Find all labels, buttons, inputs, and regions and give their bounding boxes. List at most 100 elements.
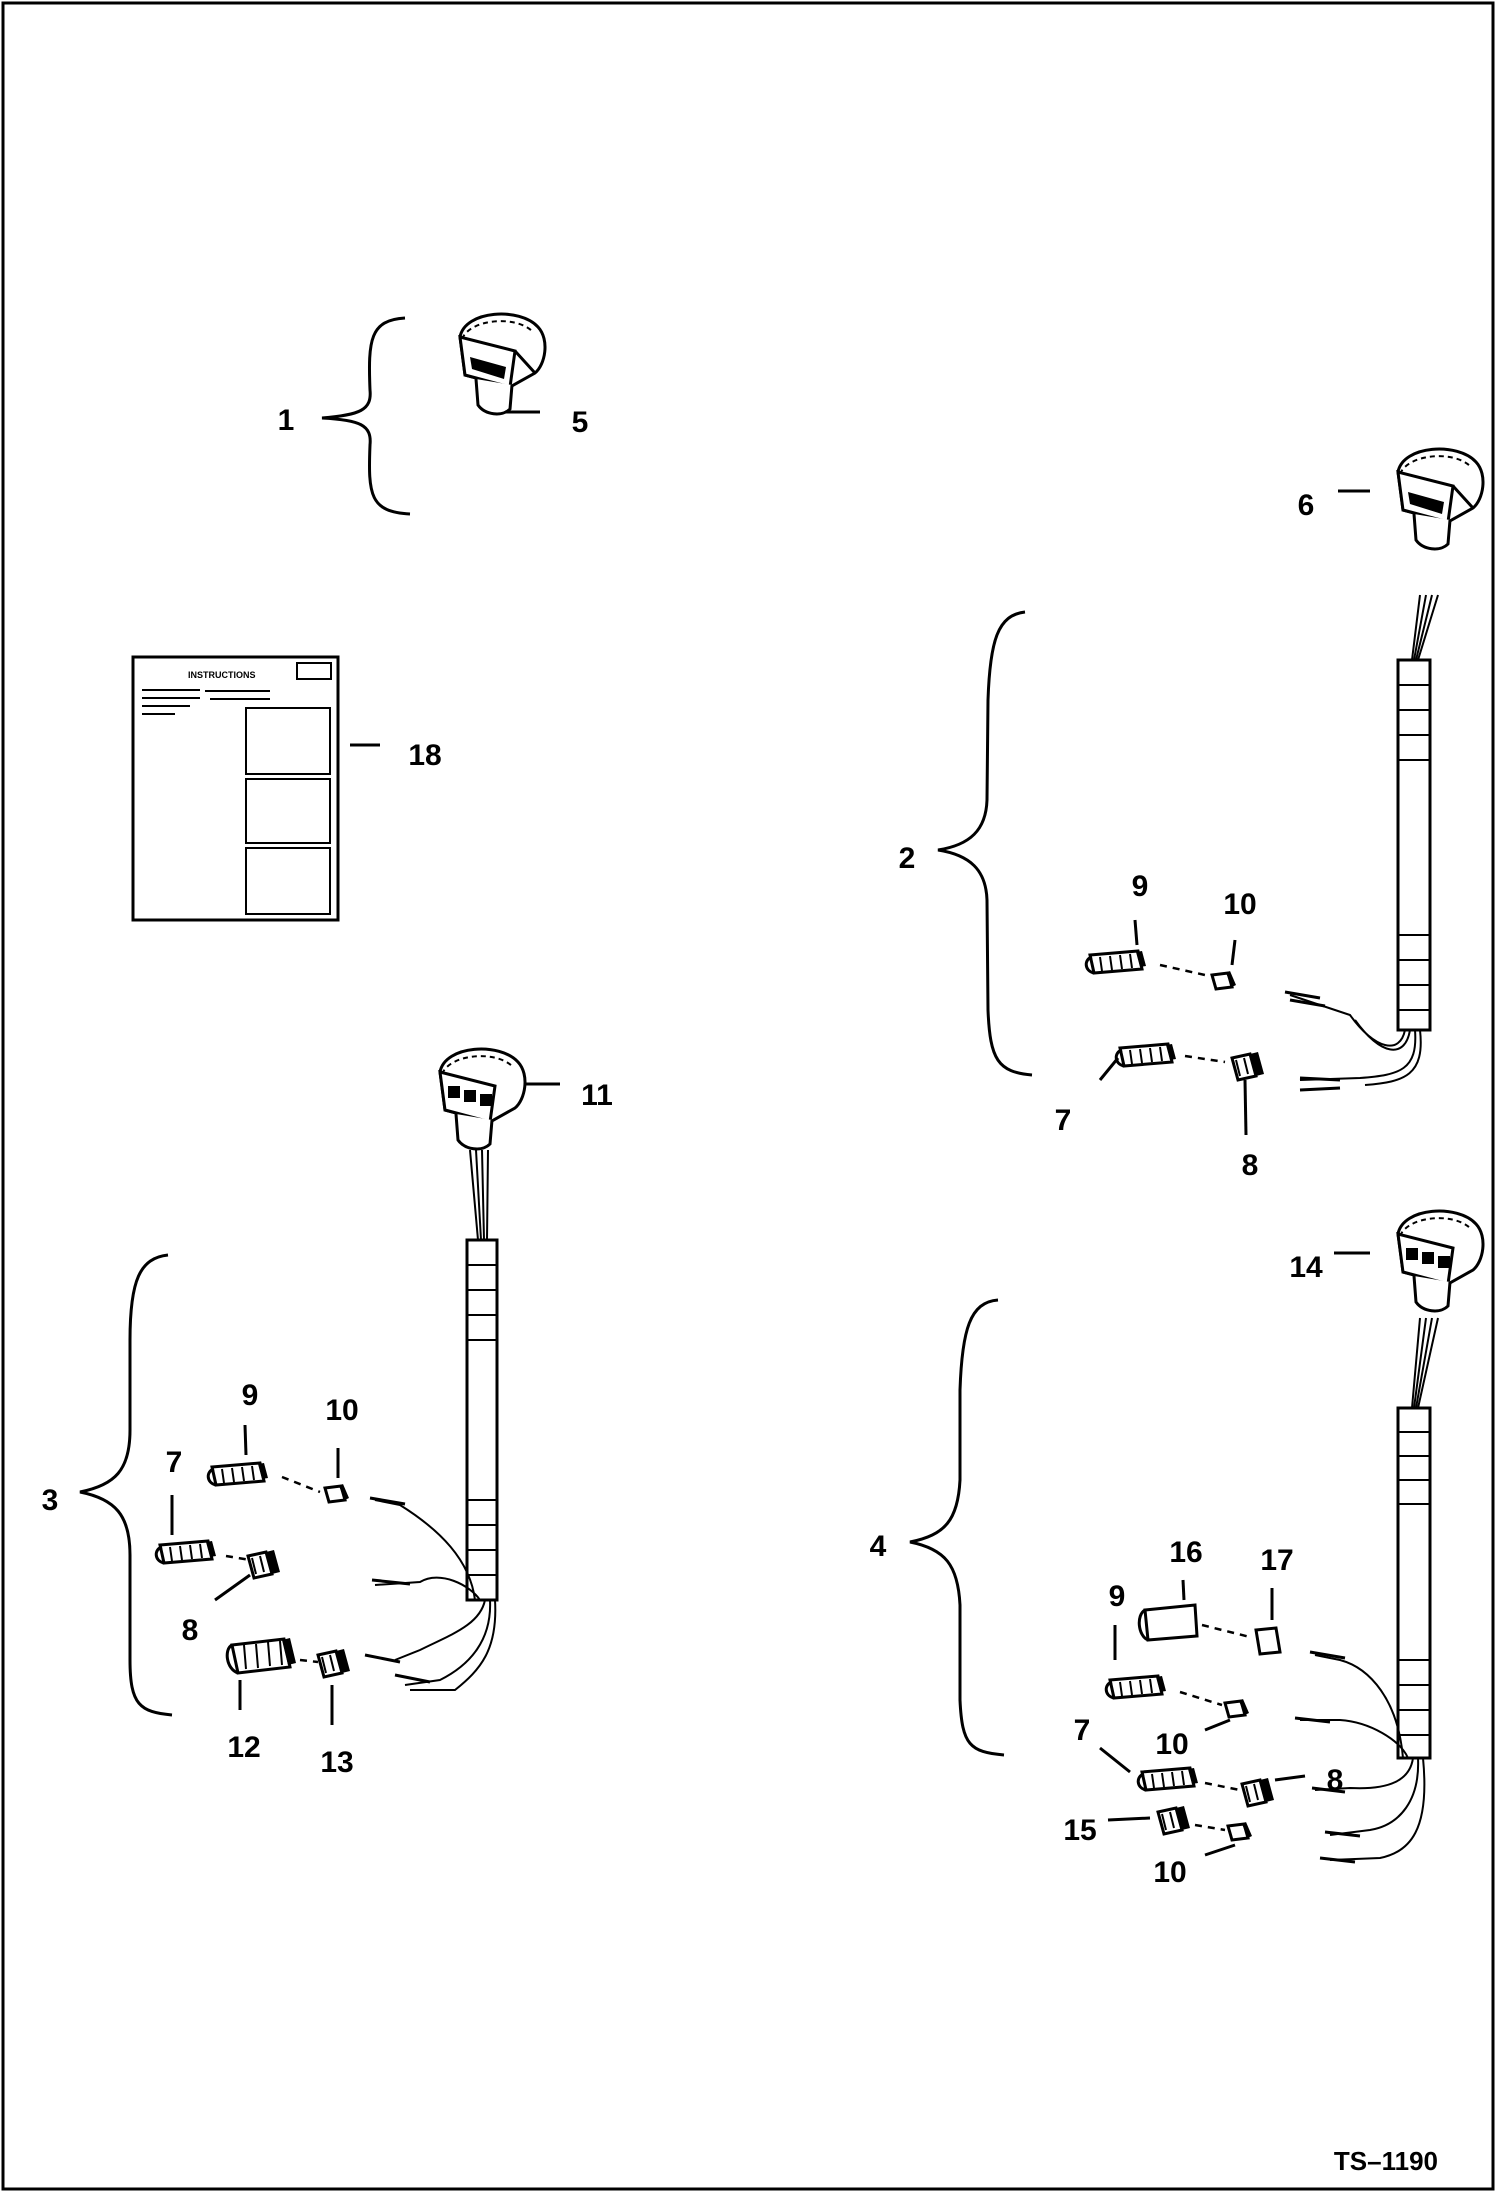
leader-10b [1204,1843,1236,1857]
connector-10 [1223,1697,1251,1719]
leader-7 [1098,1057,1120,1081]
leader-8 [214,1573,251,1602]
callout-11: 11 [581,1079,613,1112]
knob-part-6 [1396,447,1485,551]
connector-7 [154,1539,218,1565]
callout-5: 5 [572,406,589,439]
group-2-brace [937,610,1033,1077]
connector-15 [1156,1804,1192,1836]
callout-16: 16 [1169,1536,1202,1569]
callout-1: 1 [278,404,295,437]
dash-16-17 [1201,1623,1251,1639]
knob-part-5 [458,312,547,416]
group-2-harness: 2 6 9 10 7 8 [899,447,1485,1182]
dash-7-8 [1204,1781,1241,1792]
connector-10 [1226,1820,1254,1842]
instruction-sheet: INSTRUCTIONS 18 [131,655,442,922]
harness-wires-bottom [1300,1654,1426,1861]
callout-7-group3a: 7 [166,1446,183,1479]
callout-12: 12 [227,1731,260,1764]
callout-3: 3 [42,1484,59,1517]
group-1-knob: 1 5 [278,312,589,516]
leader-10 [1204,1718,1231,1732]
harness-wires-top [1411,594,1439,661]
callout-9-group3: 9 [242,1379,259,1412]
connector-8 [1230,1050,1266,1082]
leader-10 [1230,939,1237,966]
callout-13: 13 [320,1746,353,1779]
sheet-text-lines [142,689,270,715]
sheet-corner-box [296,662,332,680]
callout-8-group2: 8 [1242,1149,1259,1182]
leader-15 [1107,1816,1151,1822]
callout-15: 15 [1063,1814,1096,1847]
connector-16 [1143,1603,1199,1642]
harness-corrugation [1398,1431,1430,1736]
dash-9-10 [1159,963,1206,977]
connector-9 [206,1461,270,1487]
harness-corrugation [1398,684,1430,1011]
harness-sleeve [465,1238,499,1602]
sheet-figure-3 [245,847,331,915]
connector-8 [246,1548,282,1580]
leader-7 [1099,1746,1131,1774]
knob-part-11 [438,1047,527,1151]
callout-14: 14 [1289,1251,1323,1284]
callout-9-group2: 9 [1132,870,1149,903]
connector-17 [1254,1626,1282,1656]
connector-12 [225,1636,298,1675]
leader-16 [1181,1579,1186,1601]
dash-15-10 [1194,1823,1226,1832]
callout-2: 2 [899,842,916,875]
callout-17: 17 [1260,1544,1293,1577]
dash-9-10 [281,1475,321,1494]
callout-10-group3: 10 [325,1394,358,1427]
callout-10-group4b: 10 [1153,1856,1186,1889]
connector-9 [1084,949,1148,975]
connector-10 [323,1482,351,1504]
callout-7-group4: 7 [1074,1714,1091,1747]
leader-8 [1243,1079,1248,1136]
connector-8 [1240,1776,1276,1808]
dash-7-8 [225,1554,251,1562]
callout-8-group4: 8 [1327,1764,1344,1797]
sheet-title: INSTRUCTIONS [188,670,256,680]
leader-8 [1274,1774,1306,1782]
connector-7 [1114,1042,1178,1068]
callout-8-group3: 8 [182,1614,199,1647]
dash-9-10 [1179,1690,1223,1707]
group-4-harness: 4 14 16 17 9 10 7 8 15 [870,1209,1485,1889]
callout-7-group2: 7 [1055,1104,1072,1137]
harness-wires-top [469,1149,489,1241]
wire-ends [364,1496,431,1684]
callout-9-group4: 9 [1109,1580,1126,1613]
harness-wires-bottom [374,1499,497,1691]
callout-4: 4 [870,1530,887,1563]
connector-16-cap [1137,1608,1149,1642]
callout-10-group4a: 10 [1155,1728,1188,1761]
leader-9 [1133,919,1139,946]
sheet-figure-2 [245,778,331,844]
group-3-brace [79,1253,173,1717]
harness-sleeve [1396,658,1432,1032]
leader-9 [243,1424,248,1456]
knob-part-14 [1396,1209,1485,1313]
wire-ends [1284,990,1341,1092]
callout-18: 18 [408,739,441,772]
harness-corrugation [467,1264,497,1576]
sheet-figure-1 [245,707,331,775]
harness-wires-top [1411,1317,1439,1409]
harness-sleeve [1396,1406,1432,1760]
group-1-brace [321,316,411,516]
connector-13 [316,1647,352,1679]
group-3-harness: 3 11 9 10 7 8 12 13 [42,1047,613,1779]
group-4-brace [909,1298,1005,1757]
dash-7-8 [1184,1054,1226,1064]
drawing-code: TS–1190 [1334,2146,1438,2176]
callout-6: 6 [1298,489,1315,522]
callout-10-group2: 10 [1223,888,1256,921]
dash-12-13 [299,1658,319,1664]
connector-7 [1136,1766,1200,1792]
